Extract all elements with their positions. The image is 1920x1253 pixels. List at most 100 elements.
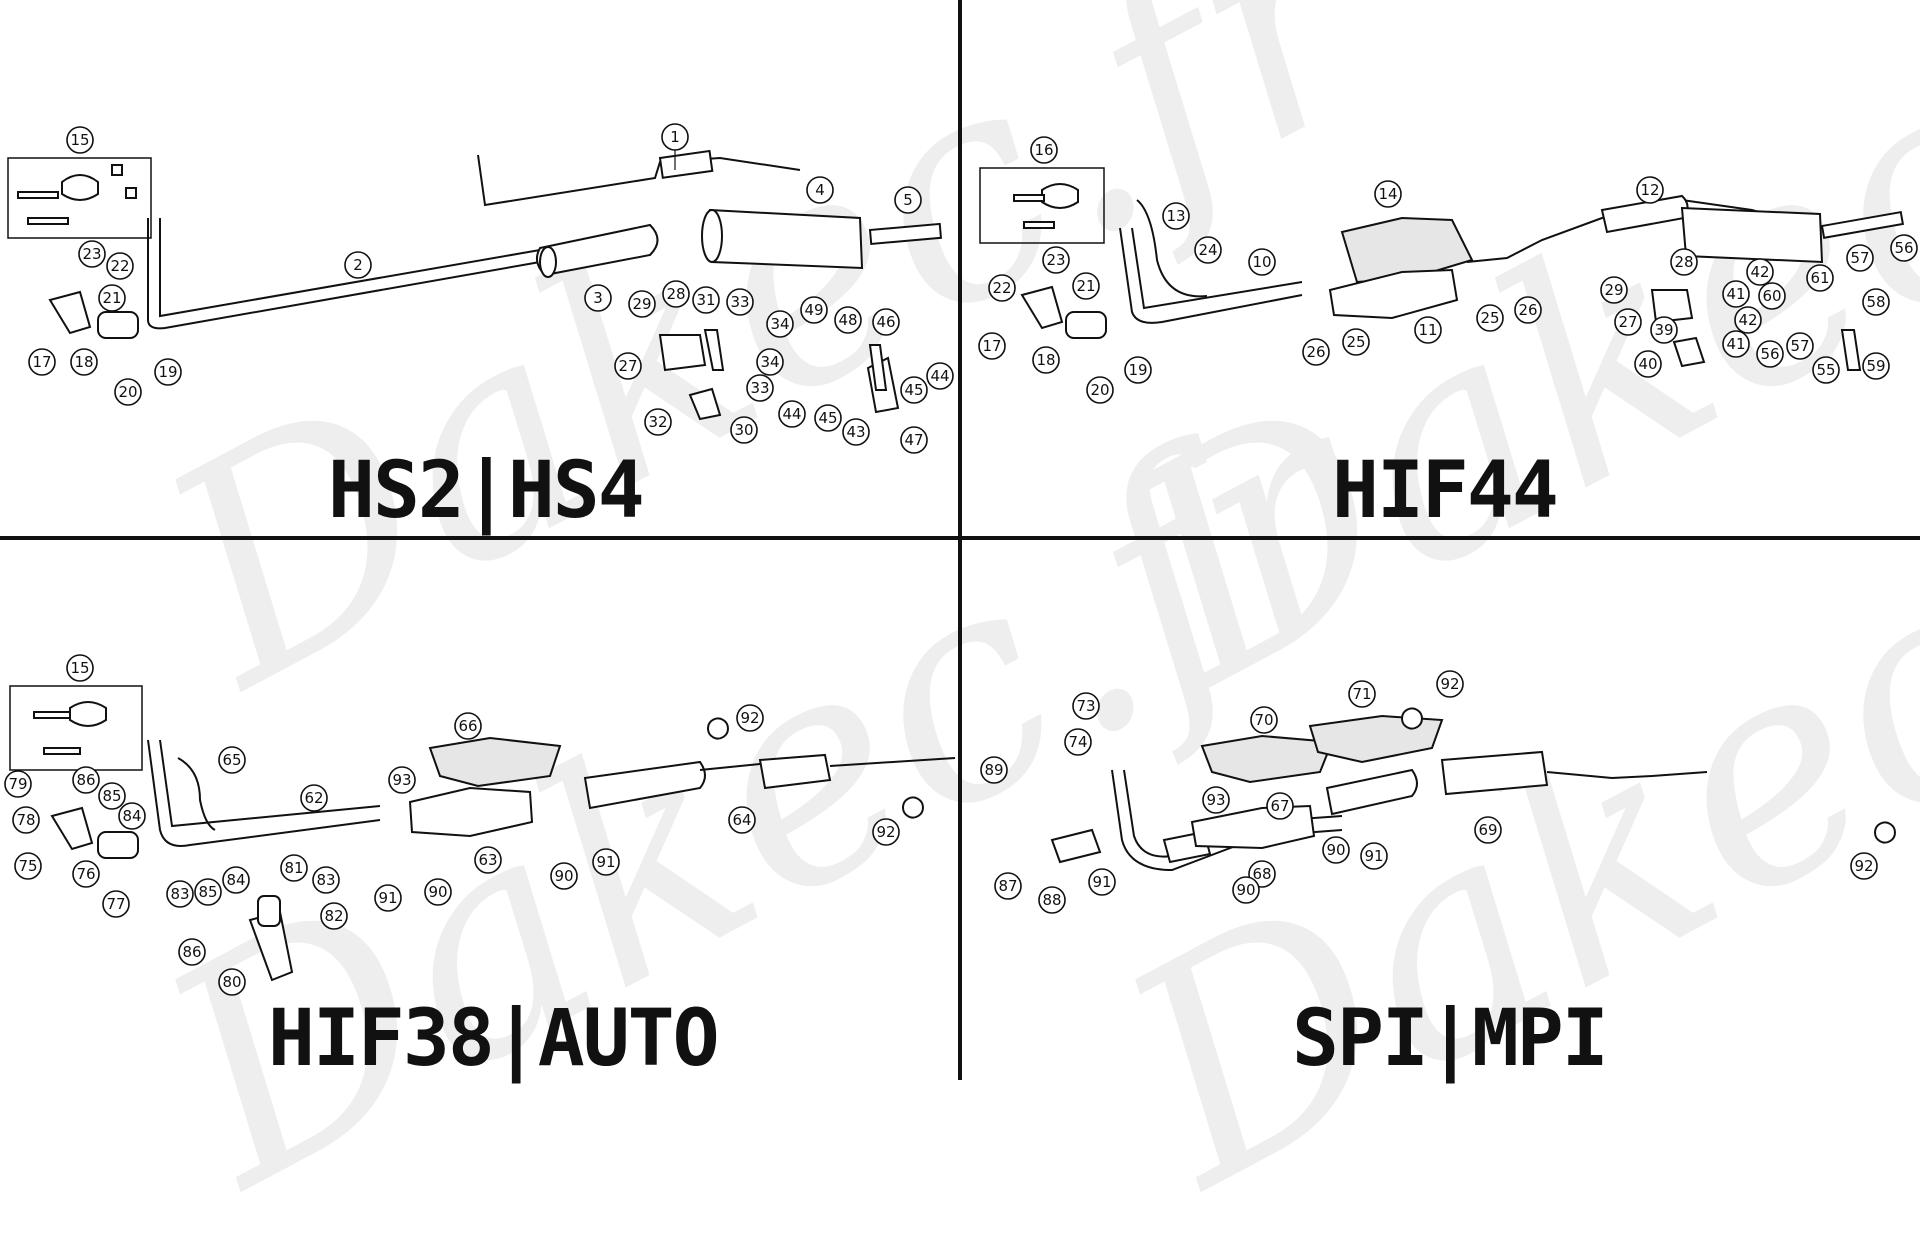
rubber-92a: [707, 717, 729, 740]
svg-text:22: 22: [110, 257, 129, 275]
svg-text:34: 34: [760, 353, 779, 371]
svg-text:90: 90: [428, 883, 447, 901]
svg-text:45: 45: [904, 381, 923, 399]
callout-labels: 15 62 63 64 65 66 75 76 77 78 79 80 81 8…: [4, 654, 900, 996]
callout-62: 62: [300, 784, 328, 812]
svg-text:39: 39: [1654, 321, 1673, 339]
heat-shield-14: [1340, 216, 1474, 284]
callout-20: 20: [1086, 376, 1114, 404]
front-pipe-62: [147, 739, 381, 847]
callout-26b: 26: [1514, 296, 1542, 324]
svg-text:57: 57: [1850, 249, 1869, 267]
clamp-inset-box: [9, 685, 143, 771]
callout-18: 18: [70, 348, 98, 376]
callout-88: 88: [1038, 886, 1066, 914]
svg-text:12: 12: [1640, 181, 1659, 199]
svg-text:91: 91: [1364, 847, 1383, 865]
callout-41a: 41: [1722, 280, 1750, 308]
svg-text:84: 84: [226, 871, 245, 889]
svg-text:87: 87: [998, 877, 1017, 895]
exhaust-diagram-hif38-auto: 15 62 63 64 65 66 75 76 77 78 79 80 81 8…: [4, 654, 956, 996]
callout-71: 71: [1348, 680, 1376, 708]
svg-text:16: 16: [1034, 141, 1053, 159]
svg-text:71: 71: [1352, 685, 1371, 703]
rear-silencer: [708, 208, 864, 270]
svg-text:60: 60: [1762, 287, 1781, 305]
intermediate-silencer-64: [583, 760, 706, 810]
callout-75: 75: [14, 852, 42, 880]
svg-text:92: 92: [740, 709, 759, 727]
rubber-mount-18: [97, 311, 139, 339]
callout-91a: 91: [1088, 868, 1116, 896]
svg-text:46: 46: [876, 313, 895, 331]
svg-text:15: 15: [70, 659, 89, 677]
callout-44b: 44: [926, 362, 954, 390]
svg-text:19: 19: [1128, 361, 1147, 379]
callout-19: 19: [1124, 356, 1152, 384]
svg-text:49: 49: [804, 301, 823, 319]
svg-text:58: 58: [1866, 293, 1885, 311]
svg-text:18: 18: [1036, 351, 1055, 369]
callout-65: 65: [218, 746, 246, 774]
intermediate-silencer: [535, 223, 659, 277]
svg-text:44: 44: [930, 367, 949, 385]
heat-shield-66: [428, 736, 562, 788]
callout-10: 10: [1248, 248, 1276, 276]
svg-text:20: 20: [118, 383, 137, 401]
callout-92b: 92: [872, 818, 900, 846]
hanger-40: [1672, 336, 1706, 368]
callout-49: 49: [800, 296, 828, 324]
callout-26a: 26: [1302, 338, 1330, 366]
callout-30: 30: [730, 416, 758, 444]
svg-text:2: 2: [353, 256, 363, 274]
callout-85b: 85: [194, 878, 222, 906]
callout-59: 59: [1862, 352, 1890, 380]
bracket-17: [1020, 285, 1064, 330]
panel-title-hs2-hs4: HS2|HS4: [328, 446, 645, 536]
svg-text:27: 27: [1618, 313, 1637, 331]
svg-text:33: 33: [750, 379, 769, 397]
callout-56b: 56: [1890, 234, 1918, 262]
callout-14: 14: [1374, 180, 1402, 208]
callout-18: 18: [1032, 346, 1060, 374]
svg-text:85: 85: [102, 787, 121, 805]
callout-40: 40: [1634, 350, 1662, 378]
callout-12: 12: [1636, 176, 1664, 204]
svg-text:17: 17: [32, 353, 51, 371]
callout-91a: 91: [374, 884, 402, 912]
rubber-92b: [1874, 821, 1896, 844]
callout-83b: 83: [312, 866, 340, 894]
rubber-mount-18: [1065, 311, 1107, 339]
callout-28: 28: [1670, 248, 1698, 276]
bracket-46: [868, 344, 888, 391]
callout-21: 21: [98, 284, 126, 312]
svg-text:92: 92: [1854, 857, 1873, 875]
callout-16: 16: [1030, 136, 1058, 164]
svg-text:78: 78: [16, 811, 35, 829]
callout-28: 28: [662, 280, 690, 308]
svg-text:30: 30: [734, 421, 753, 439]
svg-text:42: 42: [1738, 311, 1757, 329]
callout-25b: 25: [1476, 304, 1504, 332]
callout-92b: 92: [1850, 852, 1878, 880]
callout-86b: 86: [178, 938, 206, 966]
svg-text:55: 55: [1816, 361, 1835, 379]
svg-text:28: 28: [1674, 253, 1693, 271]
svg-text:79: 79: [8, 775, 27, 793]
svg-text:20: 20: [1090, 381, 1109, 399]
svg-text:76: 76: [76, 865, 95, 883]
callout-90b: 90: [1322, 836, 1350, 864]
clamp-assembly: [17, 164, 137, 225]
clamp-assembly: [1013, 183, 1079, 229]
svg-text:42: 42: [1750, 263, 1769, 281]
svg-text:57: 57: [1790, 337, 1809, 355]
svg-text:11: 11: [1418, 321, 1437, 339]
svg-text:85: 85: [198, 883, 217, 901]
svg-text:29: 29: [1604, 281, 1623, 299]
svg-text:31: 31: [696, 291, 715, 309]
bracket-55: [1840, 329, 1862, 371]
svg-text:22: 22: [992, 279, 1011, 297]
svg-text:82: 82: [324, 907, 343, 925]
vertical-divider: [958, 0, 962, 1080]
